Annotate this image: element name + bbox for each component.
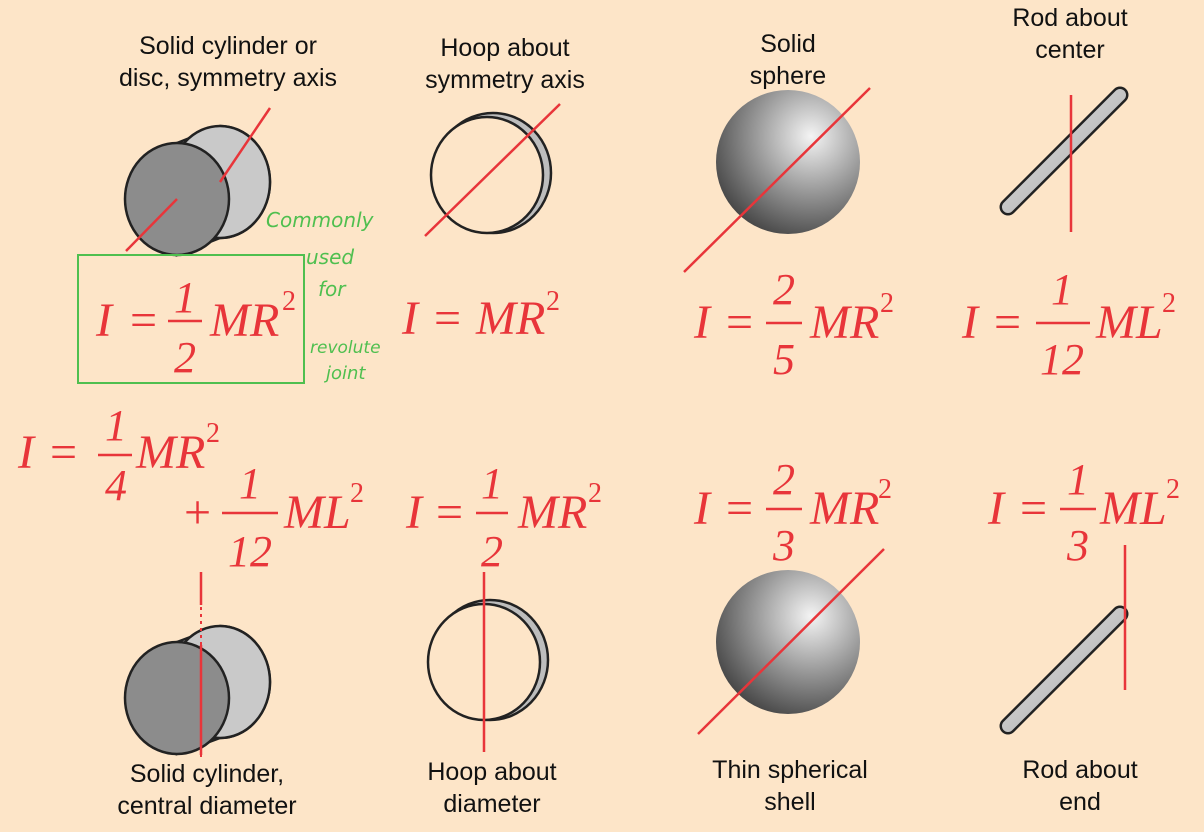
thin-spherical-shell-icon: [697, 548, 885, 735]
note-line: joint: [323, 363, 366, 384]
formula-lhs: I: [95, 294, 114, 347]
label-solid-cylinder-diameter: Solid cylinder, central diameter: [72, 758, 342, 822]
label-line: Solid: [760, 30, 816, 58]
label-line: center: [1035, 36, 1105, 64]
formula-rod-end: I = 1 3 ML 2: [987, 455, 1180, 570]
label-line: central diameter: [117, 792, 297, 820]
formula-numerator: 2: [773, 455, 795, 504]
formula-equals: =: [994, 296, 1021, 349]
label-solid-cylinder-symmetry: Solid cylinder or disc, symmetry axis: [78, 30, 378, 94]
solid-cylinder-diameter-icon: [123, 572, 272, 760]
label-hoop-diameter: Hoop about diameter: [392, 756, 592, 820]
formula-equals: =: [434, 292, 461, 345]
formula-numerator: 1: [1051, 265, 1073, 314]
label-line: Solid cylinder,: [129, 760, 285, 788]
formula-hoop-diameter: I = 1 2 MR 2: [405, 459, 602, 576]
formula-exponent: 2: [206, 418, 220, 449]
formula-denominator: 3: [1066, 521, 1089, 570]
formula-numerator: 1: [105, 401, 127, 450]
formula-denominator: 4: [105, 461, 127, 510]
label-line: Hoop about: [440, 34, 570, 62]
label-line: Thin spherical: [712, 756, 868, 784]
note-line: for: [318, 277, 347, 301]
label-hoop-symmetry: Hoop about symmetry axis: [395, 32, 615, 96]
rod-center-icon: [999, 86, 1129, 232]
highlight-box: [77, 254, 305, 384]
formula-numerator: 1: [1067, 455, 1089, 504]
label-rod-end: Rod about end: [1000, 754, 1160, 818]
note-line: used: [306, 245, 354, 269]
note-line: revolute: [310, 338, 381, 358]
formula-equals: =: [50, 426, 77, 479]
formula-equals: =: [436, 486, 463, 539]
formula-numerator: 2: [773, 265, 795, 314]
label-line: symmetry axis: [425, 66, 585, 94]
formula-body: MR: [135, 426, 205, 479]
formula-exponent: 2: [546, 286, 560, 317]
formula-equals: =: [130, 294, 157, 347]
formula-solid-cylinder-symmetry: I = 1 2 MR 2: [95, 273, 296, 382]
note-line: Commonly: [266, 208, 375, 232]
formula-lhs: I: [693, 296, 712, 349]
label-line: disc, symmetry axis: [118, 64, 338, 92]
label-line: sphere: [749, 62, 827, 90]
formula-lhs: I: [961, 296, 980, 349]
formula-body: MR: [209, 294, 279, 347]
formula-exponent: 2: [878, 474, 892, 505]
formula-hoop-symmetry: I = MR 2: [401, 286, 560, 345]
formula-equals: =: [726, 482, 753, 535]
formula-exponent: 2: [880, 288, 894, 319]
label-line: Hoop about: [427, 758, 557, 786]
formula-body-2: ML: [283, 486, 351, 539]
label-line: diameter: [443, 790, 541, 818]
label-line: end: [1059, 788, 1101, 816]
formula-numerator: 1: [481, 459, 503, 508]
formula-rod-center: I = 1 12 ML 2: [961, 265, 1176, 384]
solid-cylinder-symmetry-icon: [123, 107, 272, 257]
formula-body: ML: [1095, 296, 1163, 349]
formula-lhs: I: [987, 482, 1006, 535]
formula-exponent-2: 2: [350, 478, 364, 509]
label-line: shell: [764, 788, 816, 816]
formula-body: MR: [475, 292, 545, 345]
rod-end-icon: [999, 545, 1129, 735]
label-thin-spherical-shell: Thin spherical shell: [680, 754, 900, 818]
formula-exponent: 2: [282, 286, 296, 317]
formula-body: MR: [809, 296, 879, 349]
hoop-symmetry-icon: [424, 103, 561, 237]
formula-body: MR: [809, 482, 879, 535]
formula-equals: =: [726, 296, 753, 349]
formula-lhs: I: [693, 482, 712, 535]
formula-lhs: I: [17, 426, 36, 479]
formula-body: ML: [1099, 482, 1167, 535]
formula-exponent: 2: [588, 478, 602, 509]
label-solid-sphere: Solid sphere: [708, 28, 868, 92]
handwritten-note: Commonly used for revolute joint: [266, 208, 381, 384]
formula-numerator-2: 1: [239, 459, 261, 508]
formula-denominator: 3: [772, 521, 795, 570]
formula-exponent: 2: [1162, 288, 1176, 319]
formula-solid-cylinder-diameter: I = 1 4 MR 2 + 1 12 ML 2: [17, 401, 364, 576]
label-line: Rod about: [1022, 756, 1138, 784]
formula-solid-sphere: I = 2 5 MR 2: [693, 265, 894, 384]
formula-equals: =: [1020, 482, 1047, 535]
formula-thin-spherical-shell: I = 2 3 MR 2: [693, 455, 892, 570]
formula-numerator: 1: [174, 273, 196, 322]
formula-denominator: 2: [174, 333, 196, 382]
label-line: Solid cylinder or: [139, 32, 317, 60]
formula-plus: +: [184, 486, 211, 539]
formula-denominator: 12: [1040, 335, 1084, 384]
label-line: Rod about: [1012, 4, 1128, 32]
formula-body: MR: [517, 486, 587, 539]
formula-denominator: 5: [773, 335, 795, 384]
formula-lhs: I: [405, 486, 424, 539]
hoop-diameter-icon: [426, 572, 550, 752]
formula-exponent: 2: [1166, 474, 1180, 505]
formula-denominator: 2: [481, 527, 503, 576]
label-rod-center: Rod about center: [990, 2, 1150, 66]
formula-lhs: I: [401, 292, 420, 345]
solid-sphere-icon: [683, 87, 871, 273]
formula-denominator-2: 12: [228, 527, 272, 576]
